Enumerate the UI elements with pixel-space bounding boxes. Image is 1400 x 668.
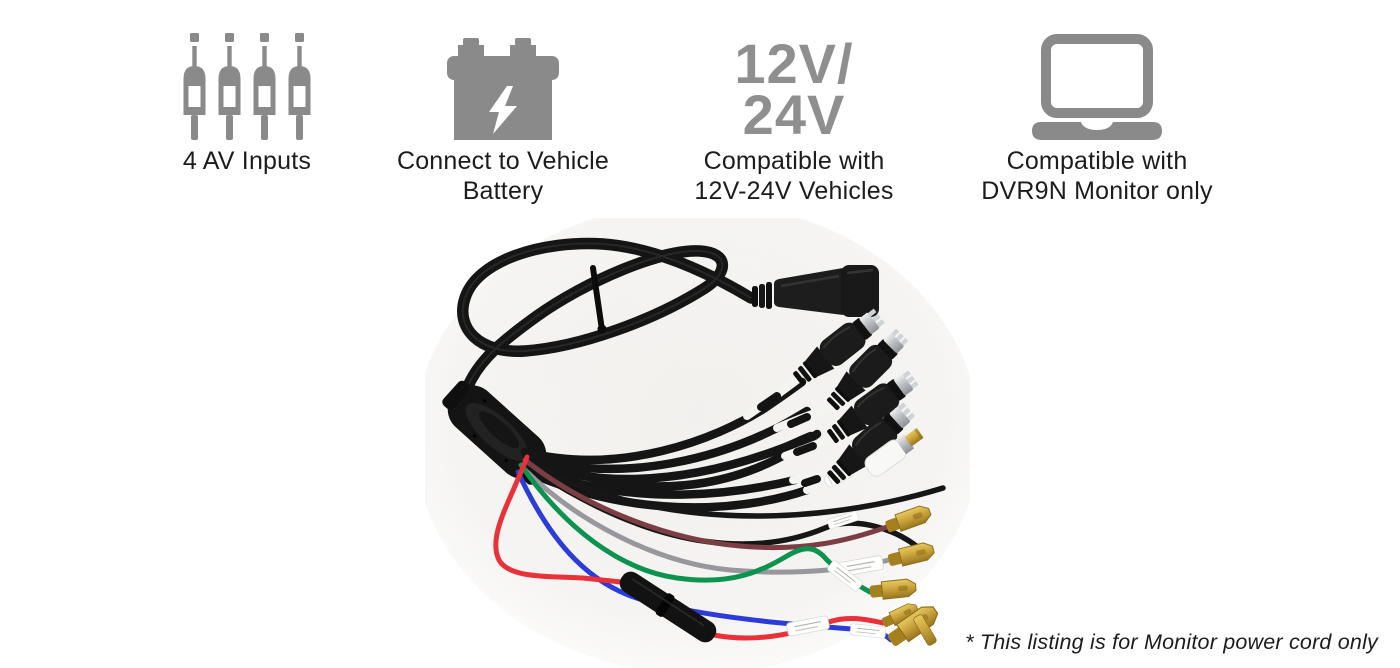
green-wire [518, 462, 873, 595]
red-wire [493, 454, 624, 585]
av-plugs-icon [183, 33, 311, 140]
av-plugs-icon-wrap [130, 28, 364, 140]
feature-label-line2: Battery [462, 177, 544, 205]
feature-battery: Connect to Vehicle Battery [375, 28, 631, 206]
voltage-text: 12V/ 24V [734, 32, 854, 146]
feature-label: Compatible with DVR9N Monitor only [958, 146, 1236, 206]
fuse-holder [619, 571, 717, 643]
feature-label-line1: Compatible with [1006, 147, 1188, 175]
lightning-bolt-icon [489, 86, 517, 134]
battery-icon-wrap [375, 28, 631, 140]
feature-label-line1: Compatible with [703, 147, 885, 175]
voltage-text-wrap: 12V/ 24V [666, 28, 922, 146]
maroon-wire [522, 457, 890, 551]
spade-terminals [868, 502, 943, 651]
laptop-icon [1032, 34, 1162, 140]
voltage-line2: 24V [742, 83, 846, 146]
voltage-line1: 12V/ [734, 32, 854, 95]
round-power-connector [752, 265, 879, 317]
coiled-cable [457, 237, 757, 390]
car-battery-icon [447, 38, 559, 140]
cable-tie [590, 265, 605, 333]
feature-label: Connect to Vehicle Battery [375, 146, 631, 206]
feature-label-line2: 12V-24V Vehicles [694, 177, 894, 205]
footnote: * This listing is for Monitor power cord… [965, 630, 1378, 654]
feature-label-line2: DVR9N Monitor only [981, 177, 1213, 205]
laptop-icon-wrap [958, 28, 1236, 140]
feature-label-line1: 4 AV Inputs [182, 147, 312, 175]
feature-label: 4 AV Inputs [130, 146, 364, 176]
feature-voltage: 12V/ 24V Compatible with 12V-24V Vehicle… [666, 28, 922, 206]
feature-monitor: Compatible with DVR9N Monitor only [958, 28, 1236, 206]
rca-connector [864, 427, 924, 477]
feature-label-line1: Connect to Vehicle [396, 147, 610, 175]
feature-label: Compatible with 12V-24V Vehicles [666, 146, 922, 206]
power-cord-photo [425, 218, 970, 668]
feature-av-inputs: 4 AV Inputs [130, 28, 364, 176]
